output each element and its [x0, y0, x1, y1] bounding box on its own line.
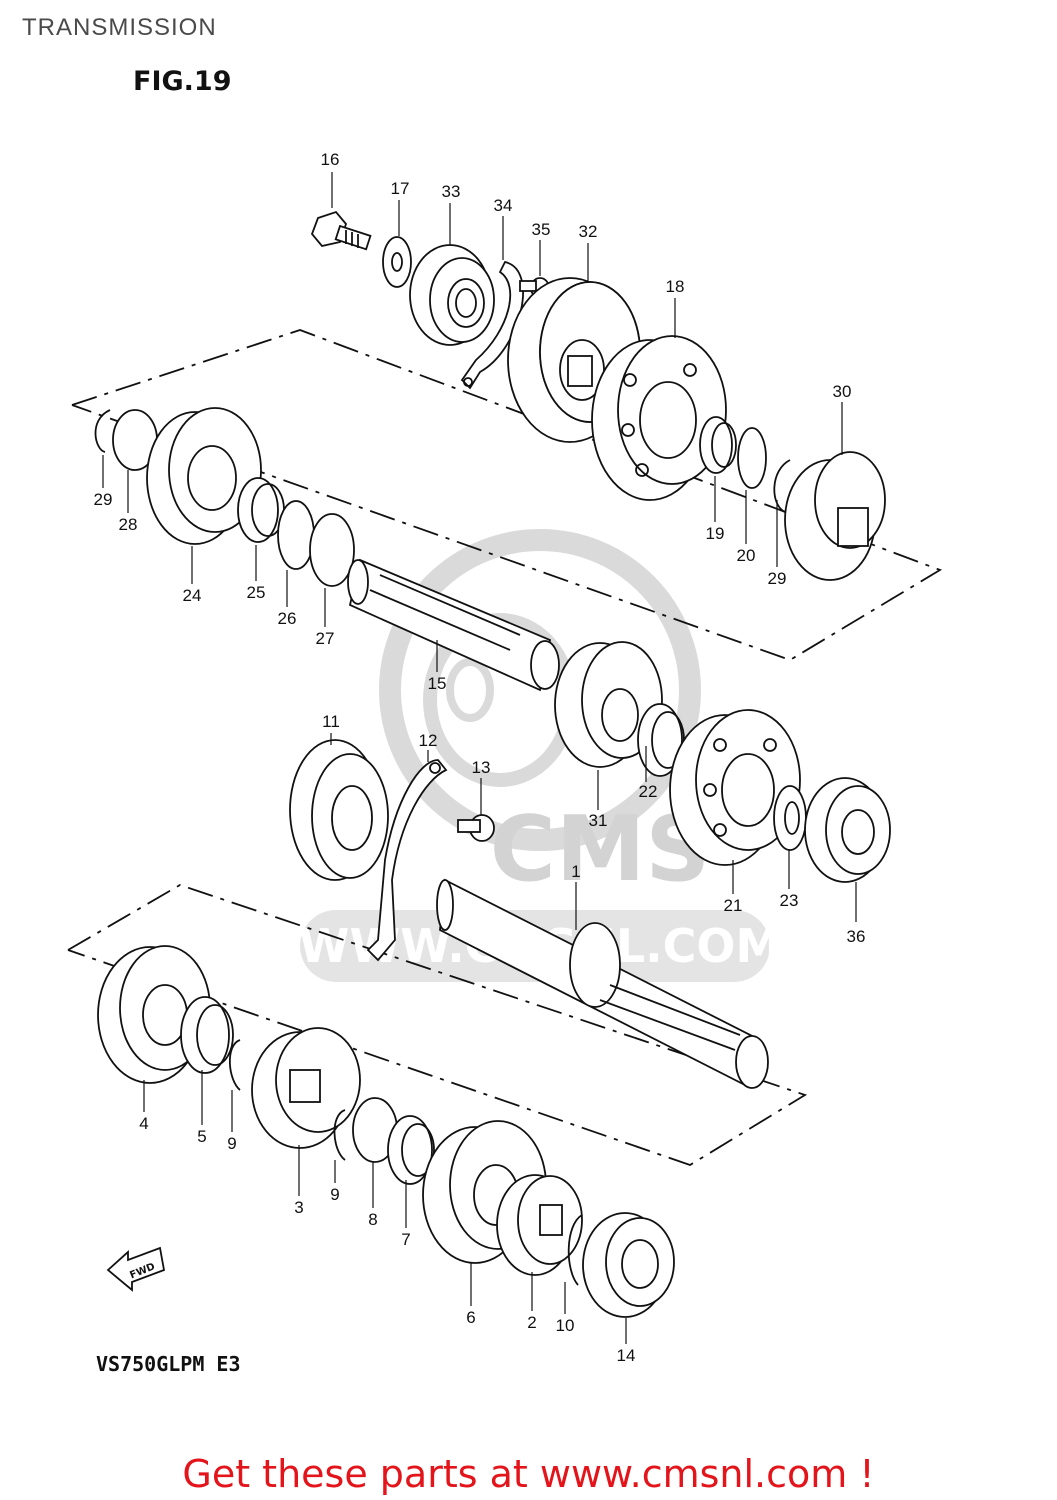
washer-17 — [382, 236, 412, 288]
callout-36: 36 — [847, 927, 866, 946]
callout-22: 22 — [639, 782, 658, 801]
bearing-14 — [582, 1212, 675, 1318]
callouts: 16 17 33 34 35 32 18 30 29 28 24 25 26 2… — [94, 150, 866, 1365]
countershaft-panel — [71, 329, 943, 661]
callout-26: 26 — [278, 609, 297, 628]
bearing-33 — [409, 244, 495, 346]
callout-27: 27 — [316, 629, 335, 648]
circlip-29a — [94, 409, 111, 453]
circlip-9a — [228, 1039, 241, 1091]
page-title: TRANSMISSION — [22, 14, 217, 41]
callout-6: 6 — [466, 1308, 475, 1327]
callout-14: 14 — [617, 1346, 636, 1365]
callout-23: 23 — [780, 891, 799, 910]
footer-cta-link[interactable]: Get these parts at www.cmsnl.com ! — [182, 1452, 875, 1496]
callout-13: 13 — [472, 758, 491, 777]
fwd-arrow-icon: FWD — [106, 1246, 166, 1292]
driveshaft-1 — [436, 878, 769, 1089]
callout-33: 33 — [442, 182, 461, 201]
callout-17: 17 — [391, 179, 410, 198]
gear-30 — [784, 451, 886, 581]
washer-23 — [773, 785, 807, 851]
bushing-7 — [387, 1115, 433, 1185]
bushing-19 — [699, 416, 733, 474]
bushing-22 — [637, 703, 683, 777]
circlip-29b — [773, 459, 791, 513]
bearing-11 — [289, 739, 389, 881]
bushing-5 — [180, 996, 230, 1074]
callout-3: 3 — [294, 1198, 303, 1217]
callout-4: 4 — [139, 1114, 148, 1133]
washer-20 — [737, 427, 767, 489]
callout-9a: 9 — [227, 1134, 236, 1153]
callout-12: 12 — [419, 731, 438, 750]
circlip-10 — [567, 1214, 583, 1286]
gear-3 — [251, 1027, 361, 1149]
callout-5: 5 — [197, 1127, 206, 1146]
callout-7: 7 — [401, 1230, 410, 1249]
callout-18: 18 — [666, 277, 685, 296]
bearing-36 — [804, 777, 891, 883]
callout-2: 2 — [527, 1313, 536, 1332]
gear-2 — [496, 1174, 583, 1276]
callout-1: 1 — [571, 862, 580, 881]
figure-label: FIG.19 — [133, 66, 232, 97]
callout-29a: 29 — [94, 490, 113, 509]
gear-18 — [591, 335, 727, 501]
callout-24: 24 — [183, 586, 202, 605]
screw-13 — [457, 814, 495, 842]
callout-15: 15 — [428, 674, 447, 693]
callout-32: 32 — [579, 222, 598, 241]
leader-lines — [102, 172, 857, 1344]
washer-27 — [309, 513, 355, 587]
callout-30: 30 — [833, 382, 852, 401]
callout-28: 28 — [119, 515, 138, 534]
model-code: VS750GLPM E3 — [96, 1352, 241, 1376]
callout-29b: 29 — [768, 569, 787, 588]
circlip-9b — [333, 1109, 346, 1161]
callout-11: 11 — [322, 712, 340, 731]
callout-25: 25 — [247, 583, 266, 602]
driveshaft-panel — [67, 884, 808, 1166]
bushing-25 — [237, 477, 279, 543]
countershaft-15 — [347, 558, 560, 692]
washer-26 — [277, 500, 315, 570]
callout-34: 34 — [494, 196, 513, 215]
bolt-16 — [310, 210, 372, 251]
callout-19: 19 — [706, 524, 725, 543]
callout-10: 10 — [556, 1316, 575, 1335]
callout-21: 21 — [724, 896, 743, 915]
callout-35: 35 — [532, 220, 551, 239]
callout-9b: 9 — [330, 1185, 339, 1204]
callout-16: 16 — [321, 150, 340, 169]
callout-8: 8 — [368, 1210, 377, 1229]
retainer-12 — [366, 759, 448, 962]
gear-32 — [507, 277, 641, 443]
callout-31: 31 — [589, 811, 608, 830]
callout-20: 20 — [737, 546, 756, 565]
